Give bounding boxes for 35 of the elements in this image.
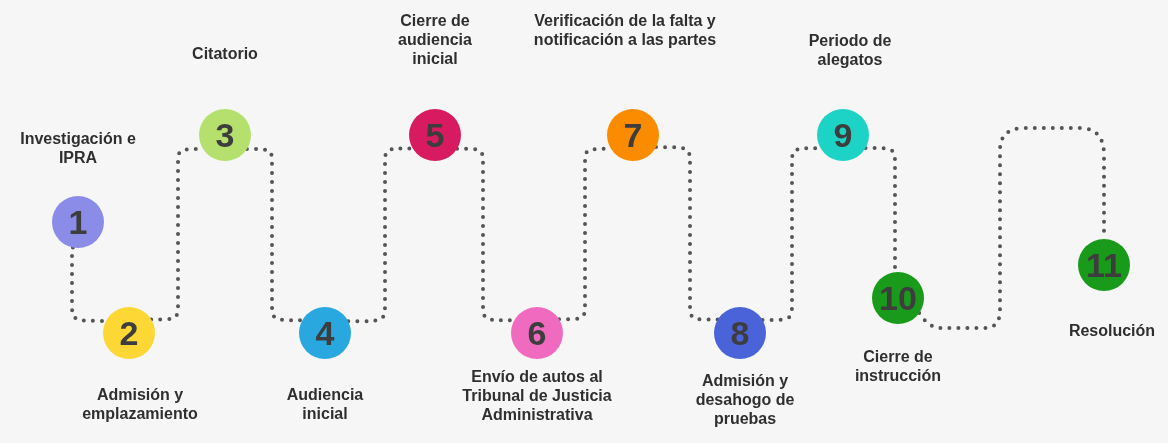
step-number: 7: [623, 118, 643, 152]
step-number: 1: [68, 205, 88, 239]
step-circle: [714, 307, 766, 359]
step-label: Resolución: [1067, 322, 1157, 341]
step-circle: [817, 109, 869, 161]
step-number: 2: [119, 316, 139, 350]
step-number: 10: [879, 281, 917, 315]
dotted-connector: [244, 147, 305, 323]
step-label: Admisión y emplazamiento: [81, 386, 199, 424]
step-circle: [299, 307, 351, 359]
step-circle: [511, 307, 563, 359]
step-circle: [409, 109, 461, 161]
step-label: Admisión y desahogo de pruebas: [694, 372, 796, 429]
step-label: Verificación de la falta y notificación a las partes: [532, 12, 718, 50]
step-circle: [607, 109, 659, 161]
step-circle: [1078, 239, 1130, 291]
step-circle: [872, 272, 924, 324]
step-number: 3: [215, 118, 235, 152]
step-label: Citatorio: [191, 45, 259, 64]
step-number: 6: [527, 316, 547, 350]
step-label: Envío de autos al Tribunal de Justicia Administrativa: [461, 368, 613, 425]
step-label: Cierre de instrucción: [853, 348, 943, 386]
step-circle: [103, 307, 155, 359]
step-label: Investigación e IPRA: [19, 130, 137, 168]
step-label: Periodo de alegatos: [807, 32, 893, 70]
step-label: Audiencia inicial: [285, 386, 365, 424]
step-number: 9: [833, 118, 853, 152]
step-number: 8: [730, 316, 750, 350]
step-number: 11: [1086, 248, 1122, 282]
step-circle: [52, 196, 104, 248]
step-circle: [199, 109, 251, 161]
step-number: 4: [315, 316, 335, 350]
step-number: 5: [425, 118, 445, 152]
step-label: Cierre de audiencia inicial: [397, 12, 473, 69]
dotted-connector: [917, 126, 1106, 330]
